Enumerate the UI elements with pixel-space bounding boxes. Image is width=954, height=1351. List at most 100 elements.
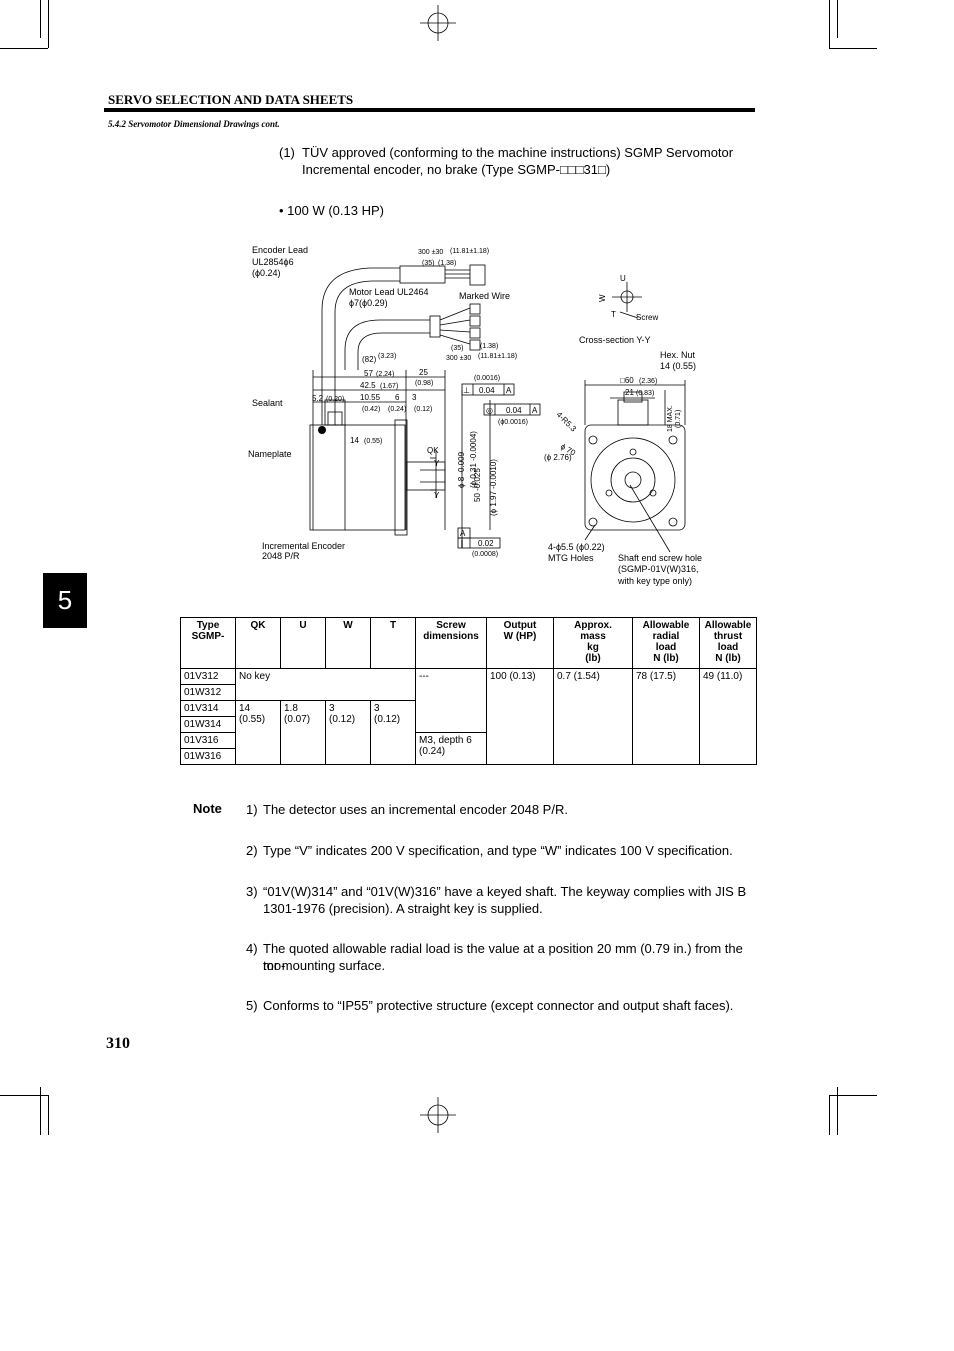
datum-a-label-2: A	[532, 406, 538, 415]
note-text: Conforms to “IP55” protective structure …	[263, 998, 734, 1013]
thrust-cell: 49 (11.0)	[699, 668, 757, 765]
note-item: 3) “01V(W)314” and “01V(W)316” have a ke…	[246, 883, 756, 917]
note-item: 5) Conforms to “IP55” protective structu…	[246, 997, 756, 1014]
crop-mark	[837, 1087, 838, 1135]
dim-3: 3	[412, 393, 417, 402]
note-text: Type “V” indicates 200 V specification, …	[263, 843, 733, 858]
type-cell: 01W314	[180, 716, 236, 733]
motor-lead-dia: ϕ7(ϕ0.29)	[349, 298, 388, 308]
encoder-lead-dia: (ϕ0.24)	[252, 268, 281, 278]
type-cell: 01W312	[180, 684, 236, 701]
dimensional-drawing: Encoder Lead UL2854ϕ6 (ϕ0.24) 300 ±30 (1…	[248, 245, 702, 586]
note-item: 2) Type “V” indicates 200 V specificatio…	[246, 842, 756, 859]
w-keyed-cell: 3 (0.12)	[325, 700, 371, 765]
type-cell: 01V312	[180, 668, 236, 685]
table-row: 01W316	[180, 748, 757, 765]
shaft-screw-type: (SGMP-01V(W)316,	[618, 564, 699, 574]
dim-35-bot: (35)	[451, 345, 463, 352]
u-keyed-cell: 1.8 (0.07)	[280, 700, 326, 765]
dim-300-top-in: (11.81±1.18)	[450, 248, 489, 255]
note-number: 4)	[246, 941, 258, 956]
flange-diameter: 50 -0.025	[473, 468, 482, 502]
shaft-screw-note: with key type only)	[617, 576, 692, 586]
motor-lead-label: Motor Lead UL2464	[349, 287, 429, 297]
square-60: □60	[620, 376, 634, 385]
mass-cell: 0.7 (1.54)	[553, 668, 633, 765]
dim-6-in: (0.24)	[388, 406, 406, 413]
screw-label: Screw	[636, 313, 658, 322]
crop-mark	[829, 48, 877, 49]
diameter-70-in: (ϕ 2.76)	[544, 453, 572, 462]
dim-14: 14	[350, 436, 359, 445]
section-title: SERVO SELECTION AND DATA SHEETS	[108, 92, 354, 107]
datum-a-frame: A	[460, 529, 466, 538]
table-row: 01V312 No key --- 100 (0.13) 0.7 (1.54) …	[180, 668, 757, 765]
col-type: Type SGMP-	[180, 617, 236, 669]
table-header-row: Type SGMP- QK U W T Screw dimensions Out…	[180, 617, 757, 669]
subsection-title: 5.4.2 Servomotor Dimensional Drawings co…	[108, 119, 280, 129]
note-text: 1301-1976 (precision). A straight key is…	[263, 901, 543, 916]
col-u: U	[280, 617, 326, 669]
tol-002: 0.02	[478, 539, 494, 548]
mtg-holes-label: MTG Holes	[548, 553, 594, 563]
dim-35-top-in: (1.38)	[438, 260, 456, 267]
datum-a-label: A	[506, 386, 512, 395]
dim-57: 57	[364, 369, 373, 378]
tol-004: 0.04	[479, 386, 495, 395]
type-cell: 01V316	[180, 732, 236, 749]
radial-cell: 78 (17.5)	[632, 668, 700, 765]
crop-mark	[837, 0, 838, 38]
note-number: 1)	[246, 802, 258, 817]
crop-mark	[829, 1095, 830, 1135]
dim-14-in: (0.55)	[364, 438, 382, 445]
note-number: 5)	[246, 998, 258, 1013]
page-number: 310	[106, 1035, 130, 1052]
y-label-top: Y	[434, 459, 440, 468]
shaft-diameter-in: (ϕ 0.31 -0.0004)	[469, 431, 478, 488]
col-qk: QK	[235, 617, 281, 669]
item-title-line1: TÜV approved (conforming to the machine …	[302, 145, 734, 160]
crop-mark	[0, 1095, 48, 1096]
note-text: “01V(W)314” and “01V(W)316” have a keyed…	[263, 884, 747, 899]
nameplate-label: Nameplate	[248, 449, 292, 459]
col-thrust: Allowable thrust load N (lb)	[699, 617, 757, 669]
note-number: 2)	[246, 843, 258, 858]
flange-diameter-in: (ϕ 1.97 -0.0010)	[489, 459, 498, 516]
dim-57-in: (2.24)	[376, 371, 394, 378]
dim-300-top: 300 ±30	[418, 249, 443, 256]
col-t: T	[370, 617, 416, 669]
sealant-label: Sealant	[252, 398, 283, 408]
dim-6: 6	[395, 393, 400, 402]
screw-m3-cell: M3, depth 6 (0.24)	[415, 732, 487, 765]
note-label: Note	[193, 801, 222, 816]
crop-mark	[829, 0, 830, 48]
col-w: W	[325, 617, 371, 669]
registration-mark	[420, 1097, 456, 1133]
no-key-cell: No key	[235, 668, 416, 701]
col-radial: Allowable radial load N (lb)	[632, 617, 700, 669]
chapter-tab: 5	[43, 573, 87, 628]
item-title-line2: Incremental encoder, no brake (Type SGMP…	[302, 162, 611, 177]
crop-mark	[48, 0, 49, 48]
radius-label: 4-R5.3	[555, 410, 579, 434]
hex-nut-label: Hex. Nut	[660, 350, 696, 360]
w-label: W	[598, 294, 607, 302]
dim-3-in: (0.12)	[414, 406, 432, 413]
dim-10-55: 10.55	[360, 393, 381, 402]
crop-mark	[48, 1095, 49, 1135]
type-cell: 01W316	[180, 748, 236, 765]
col-mass: Approx. mass kg (lb)	[553, 617, 633, 669]
dim-25-in: (0.98)	[415, 380, 433, 387]
power-rating: • 100 W (0.13 HP)	[279, 203, 384, 218]
col-screw: Screw dimensions	[415, 617, 487, 669]
qk-keyed-cell: 14 (0.55)	[235, 700, 281, 765]
dim-300-bot-in: (11.81±1.18)	[478, 353, 517, 360]
u-label: U	[620, 274, 626, 283]
dim-21-in: (0.83)	[636, 390, 654, 397]
output-cell: 100 (0.13)	[486, 668, 554, 765]
col-output: Output W (HP)	[486, 617, 554, 669]
shaft-screw-label: Shaft end screw hole	[618, 553, 702, 563]
note-item: 1) The detector uses an incremental enco…	[246, 801, 756, 818]
dim-35-top: (35)	[422, 260, 434, 267]
type-cell: 01V314	[180, 700, 236, 717]
